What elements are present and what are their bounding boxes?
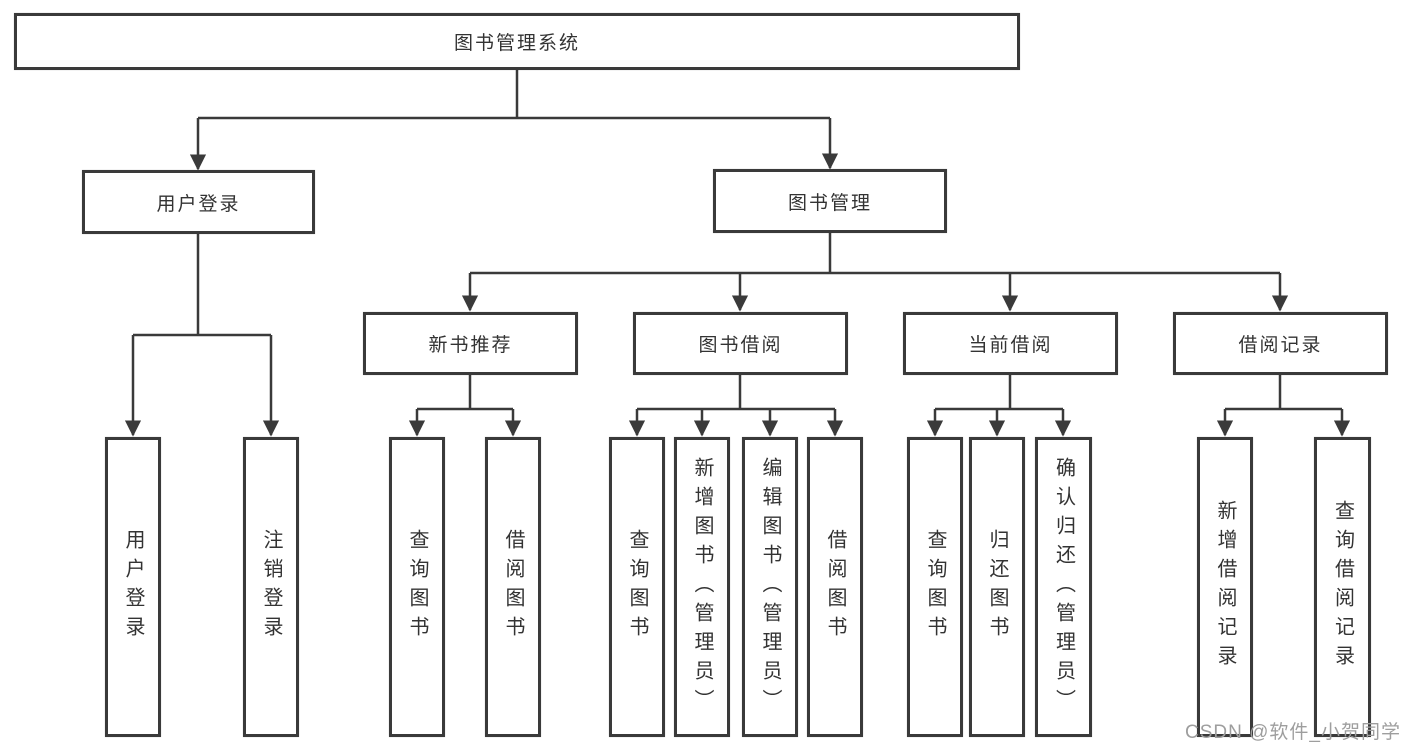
leaf-borrow-book-recommend-label: 借阅图书: [502, 529, 524, 645]
leaf-add-book-admin: 新增图书（管理员）: [674, 437, 730, 737]
node-new-book-recommend: 新书推荐: [363, 312, 578, 375]
leaf-user-login: 用户登录: [105, 437, 161, 737]
leaf-query-book-recommend: 查询图书: [389, 437, 445, 737]
node-root: 图书管理系统: [14, 13, 1020, 70]
node-book-borrowing: 图书借阅: [633, 312, 848, 375]
leaf-return-book-label: 归还图书: [986, 529, 1008, 645]
leaf-borrow-book-recommend: 借阅图书: [485, 437, 541, 737]
leaf-borrow-book-borrowing: 借阅图书: [807, 437, 863, 737]
leaf-user-login-label: 用户登录: [122, 529, 144, 645]
csdn-watermark: CSDN @软件_小贺同学: [1185, 722, 1401, 743]
leaf-query-book-current: 查询图书: [907, 437, 963, 737]
node-book-management: 图书管理: [713, 169, 947, 233]
node-book-borrowing-label: 图书借阅: [698, 335, 783, 356]
leaf-edit-book-admin: 编辑图书（管理员）: [742, 437, 798, 737]
leaf-return-book: 归还图书: [969, 437, 1025, 737]
leaf-query-book-borrowing: 查询图书: [609, 437, 665, 737]
leaf-borrow-book-borrowing-label: 借阅图书: [824, 529, 846, 645]
node-user-login-label: 用户登录: [156, 193, 241, 215]
node-book-management-label: 图书管理: [787, 192, 872, 214]
node-user-login: 用户登录: [82, 170, 315, 234]
leaf-add-borrow-record: 新增借阅记录: [1197, 437, 1253, 737]
leaf-confirm-return-admin-label: 确认归还（管理员）: [1052, 456, 1075, 718]
leaf-query-borrow-record-label: 查询借阅记录: [1331, 500, 1354, 674]
leaf-confirm-return-admin: 确认归还（管理员）: [1035, 437, 1092, 737]
leaf-add-book-admin-label: 新增图书（管理员）: [691, 456, 713, 718]
node-new-book-recommend-label: 新书推荐: [428, 335, 513, 356]
leaf-query-book-borrowing-label: 查询图书: [626, 529, 648, 645]
leaf-add-borrow-record-label: 新增借阅记录: [1214, 500, 1236, 674]
node-root-label: 图书管理系统: [453, 33, 580, 54]
node-borrowing-records: 借阅记录: [1173, 312, 1388, 375]
node-current-borrowing-label: 当前借阅: [968, 335, 1053, 356]
leaf-logout-label: 注销登录: [260, 529, 282, 645]
leaf-logout: 注销登录: [243, 437, 299, 737]
leaf-query-book-current-label: 查询图书: [924, 529, 946, 645]
leaf-query-borrow-record: 查询借阅记录: [1314, 437, 1371, 737]
node-current-borrowing: 当前借阅: [903, 312, 1118, 375]
leaf-query-book-recommend-label: 查询图书: [406, 529, 428, 645]
leaf-edit-book-admin-label: 编辑图书（管理员）: [759, 456, 781, 718]
node-borrowing-records-label: 借阅记录: [1238, 335, 1323, 356]
